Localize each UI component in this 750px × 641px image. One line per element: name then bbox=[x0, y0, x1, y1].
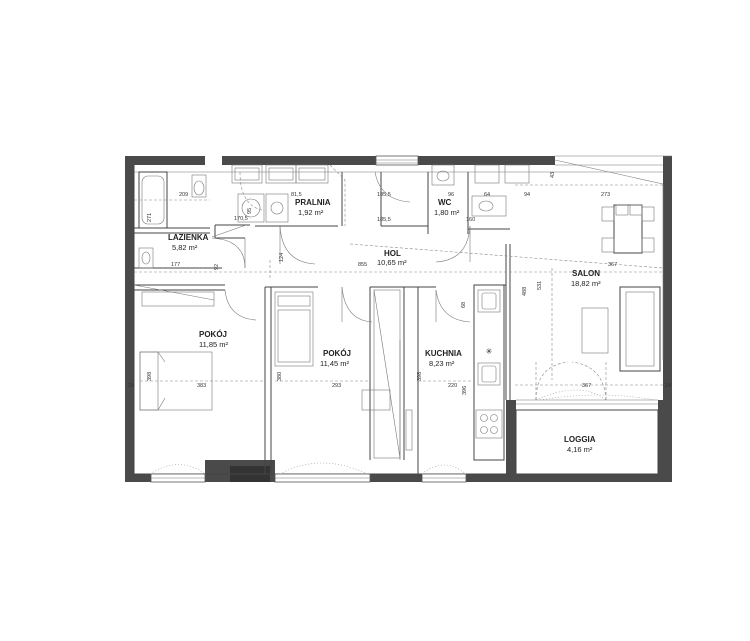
wc-fixtures bbox=[431, 164, 530, 217]
dim-lazienka-bottom: 177 bbox=[171, 262, 180, 268]
room-name-kuchnia: KUCHNIA bbox=[425, 349, 462, 358]
room-name-salon: SALON bbox=[572, 269, 600, 278]
room-area-hol: 10,65 m² bbox=[377, 258, 407, 267]
svg-text:✳: ✳ bbox=[486, 347, 493, 356]
kitchen-counter: ✳ bbox=[473, 284, 505, 461]
dim-hol-mid: 185,5 bbox=[377, 217, 391, 223]
room-name-loggia: LOGGIA bbox=[564, 435, 596, 444]
dim-hol-side: 124 bbox=[279, 253, 285, 262]
dim-kuchnia-width: 220 bbox=[448, 383, 457, 389]
dim-salon-side2: 531 bbox=[537, 281, 543, 290]
interior-walls bbox=[134, 172, 511, 474]
room-name-wc: WC bbox=[438, 198, 452, 207]
desk-pokoj2 bbox=[361, 289, 413, 460]
laundry-units bbox=[231, 164, 329, 223]
dimension-labels: 209 271 95 177 92 81,5 170,5 185,5 185,5… bbox=[128, 172, 671, 395]
dim-salon-bottom: 367 bbox=[582, 383, 591, 389]
dim-wc-side: 160 bbox=[466, 217, 475, 223]
dim-edge-left: 24 bbox=[128, 383, 134, 389]
bed-pokoj2 bbox=[274, 291, 314, 367]
dim-pralnia-top: 81,5 bbox=[291, 192, 302, 198]
room-name-pralnia: PRALNIA bbox=[295, 198, 331, 207]
dim-salon-side1: 488 bbox=[522, 287, 528, 296]
dim-lazienka-side: 271 bbox=[147, 213, 153, 222]
room-area-lazienka: 5,82 m² bbox=[172, 243, 198, 252]
dim-lazienka-small: 95 bbox=[247, 208, 253, 214]
bed-pokoj1 bbox=[139, 291, 215, 411]
dim-kuchnia-side: 398 bbox=[417, 372, 423, 381]
room-labels: LAZIENKA 5,82 m² PRALNIA 1,92 m² WC 1,80… bbox=[168, 198, 601, 454]
room-area-loggia: 4,16 m² bbox=[567, 445, 593, 454]
room-area-pokoj-2: 11,45 m² bbox=[320, 359, 350, 368]
dim-kuchnia-small: 68 bbox=[461, 302, 467, 308]
dim-edge-right: 24 bbox=[665, 383, 671, 389]
room-name-hol: HOL bbox=[384, 249, 401, 258]
room-name-lazienka: LAZIENKA bbox=[168, 233, 209, 242]
sofa bbox=[581, 286, 661, 372]
room-name-pokoj-2: POKÓJ bbox=[323, 349, 351, 358]
door-swings bbox=[211, 164, 607, 401]
dim-pokoj1-width: 383 bbox=[197, 383, 206, 389]
room-name-pokoj-1: POKÓJ bbox=[199, 330, 227, 339]
windows bbox=[149, 155, 664, 483]
dim-lazienka-top: 209 bbox=[179, 192, 188, 198]
dim-hol-top: 185,5 bbox=[377, 192, 391, 198]
room-area-pokoj-1: 11,85 m² bbox=[199, 340, 229, 349]
sink-lazienka bbox=[138, 247, 154, 269]
room-area-wc: 1,80 m² bbox=[434, 208, 460, 217]
dim-salon-top2: 273 bbox=[601, 192, 610, 198]
dim-kuchnia-side2: 396 bbox=[462, 386, 468, 395]
dim-wc-left: 64 bbox=[484, 192, 490, 198]
dim-salon-width: 367 bbox=[608, 262, 617, 268]
dim-hol-width: 855 bbox=[358, 262, 367, 268]
dim-pokoj1-side: 398 bbox=[147, 372, 153, 381]
dim-lazienka-gap: 92 bbox=[214, 264, 220, 270]
toilet-lazienka bbox=[191, 174, 207, 198]
dim-pokoj2-width: 293 bbox=[332, 383, 341, 389]
dim-salon-top1: 94 bbox=[524, 192, 530, 198]
bathtub bbox=[138, 171, 168, 229]
loggia bbox=[515, 409, 659, 475]
dim-pralnia-left: 170,5 bbox=[234, 216, 248, 222]
dim-wc-top: 96 bbox=[448, 192, 454, 198]
dining-table bbox=[601, 204, 655, 254]
exterior-walls bbox=[125, 156, 672, 482]
room-area-kuchnia: 8,23 m² bbox=[429, 359, 455, 368]
room-area-salon: 18,82 m² bbox=[571, 279, 601, 288]
room-area-pralnia: 1,92 m² bbox=[298, 208, 324, 217]
dim-salon-small: 43 bbox=[550, 172, 556, 178]
dim-pokoj2-side: 380 bbox=[277, 372, 283, 381]
structural-hatching bbox=[133, 184, 664, 386]
